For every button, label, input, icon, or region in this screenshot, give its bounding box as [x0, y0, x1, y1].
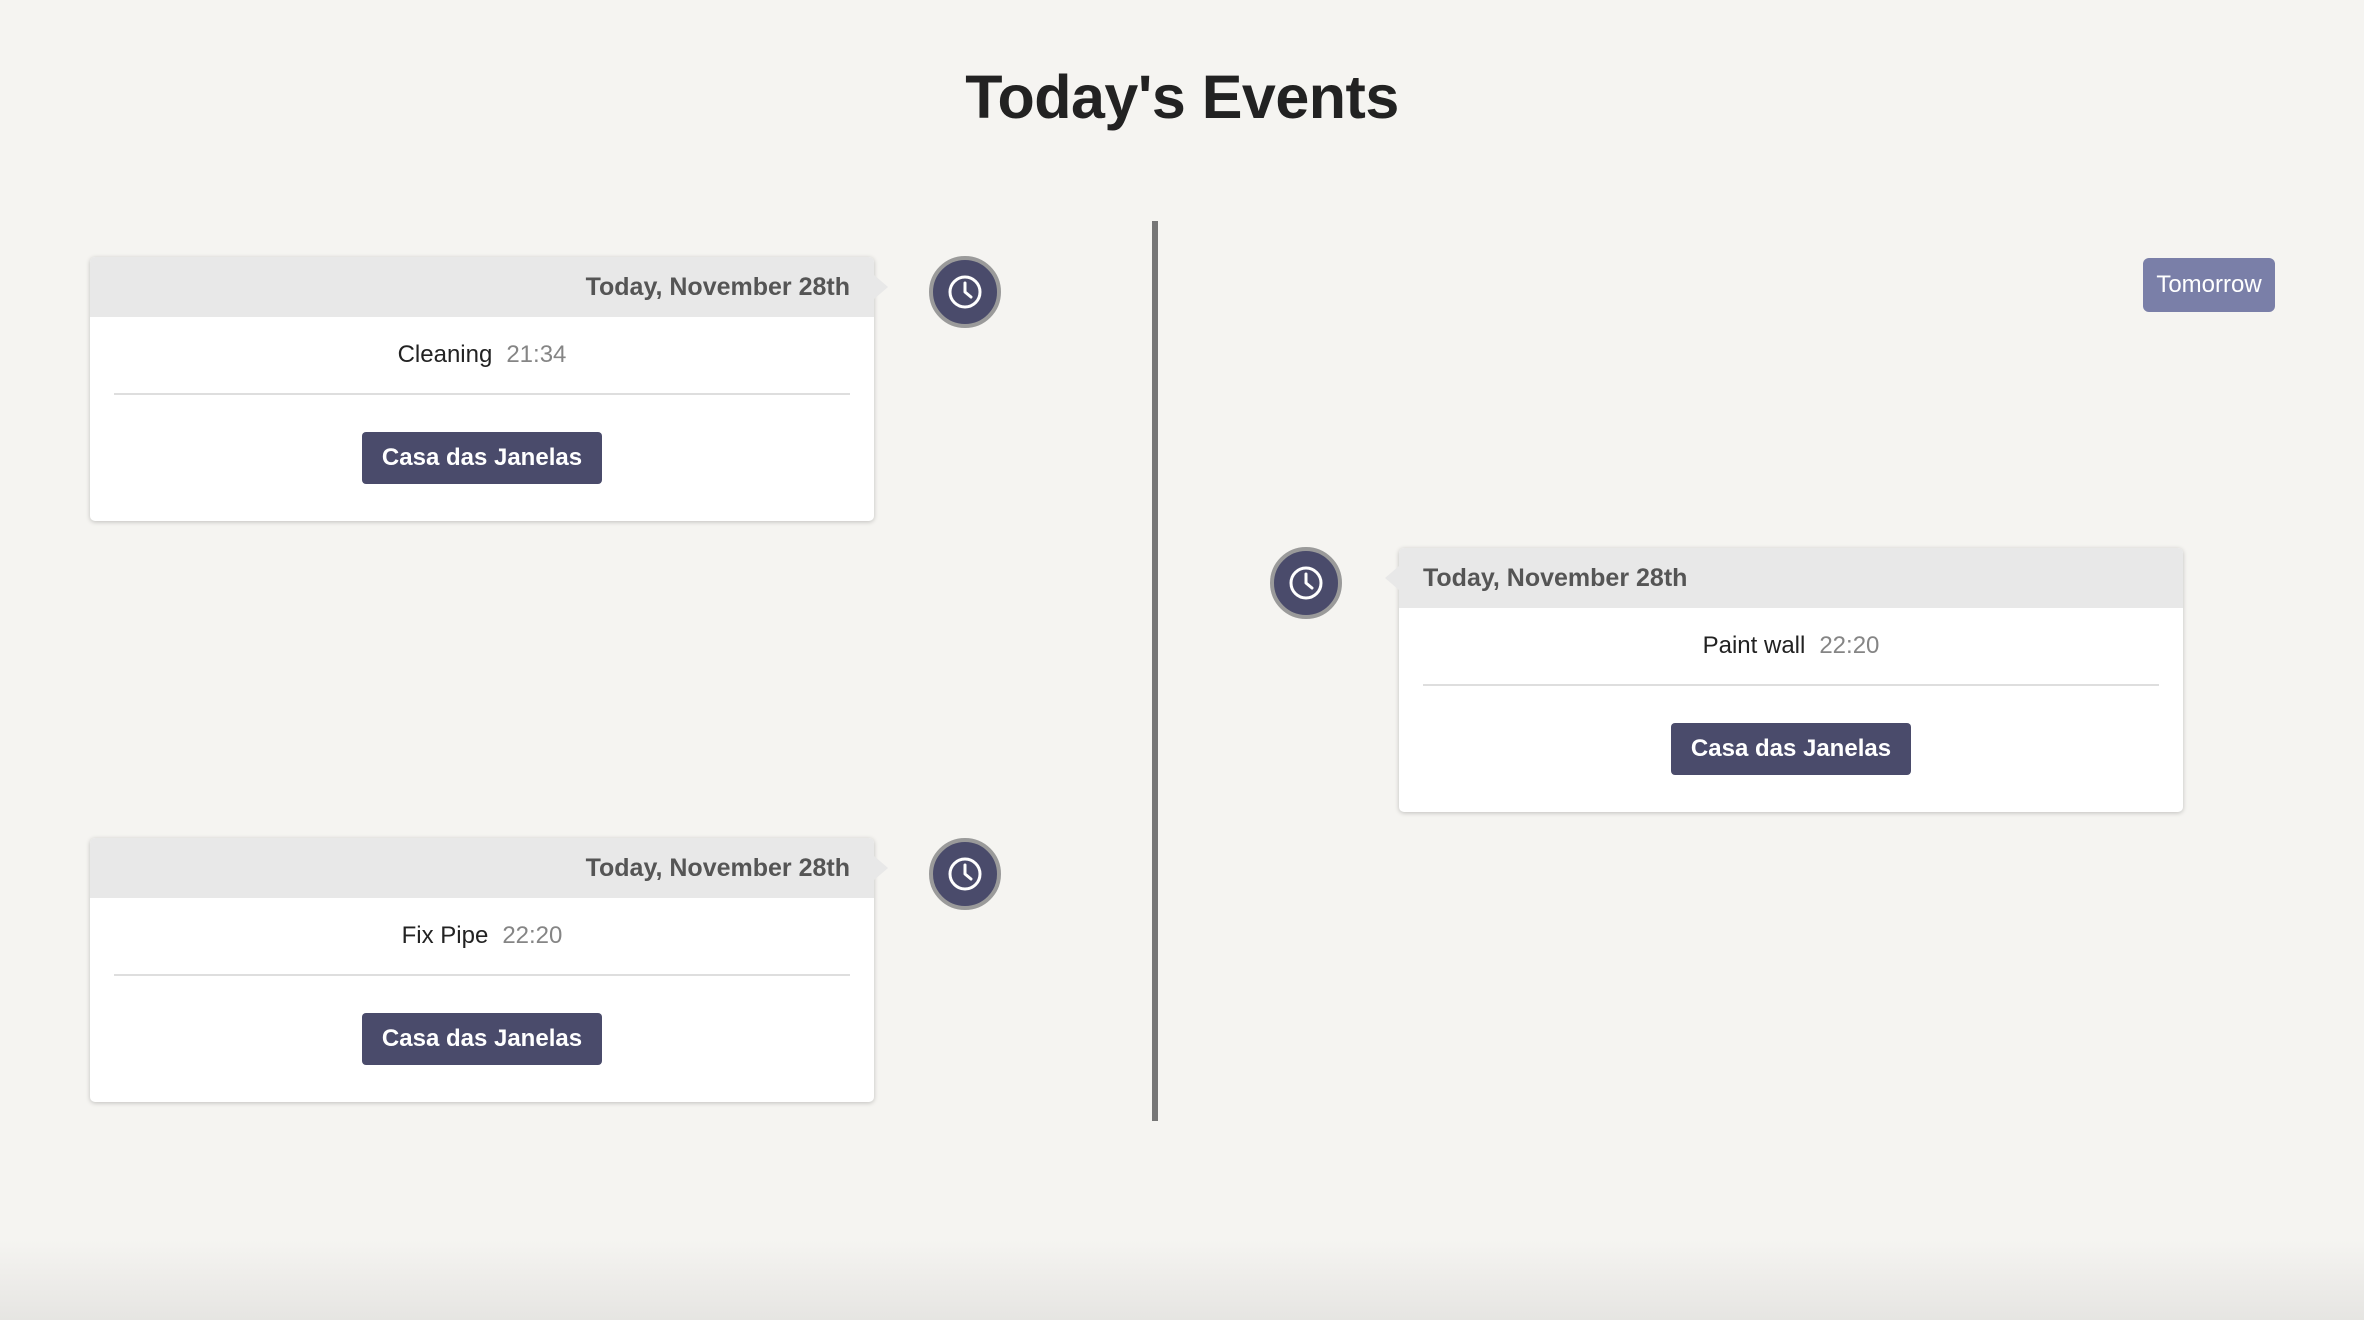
card-divider	[1423, 684, 2159, 686]
card-divider	[114, 974, 850, 976]
clock-icon	[929, 838, 1001, 910]
bottom-fade	[0, 1240, 2364, 1320]
card-action: Casa das Janelas	[90, 976, 874, 1102]
clock-icon	[1270, 547, 1342, 619]
event-name: Paint wall	[1702, 632, 1806, 659]
event-info-row: Paint wall 22:20	[1399, 608, 2183, 684]
event-date: Today, November 28th	[1385, 548, 2183, 608]
page-title: Today's Events	[965, 63, 1399, 131]
event-date: Today, November 28th	[90, 838, 888, 898]
event-name: Cleaning	[397, 341, 493, 368]
event-time: 22:20	[1819, 632, 1880, 659]
event-time: 22:20	[502, 922, 563, 949]
event-card-fix-pipe: Today, November 28th Fix Pipe 22:20 Casa…	[90, 838, 888, 1102]
event-info-row: Fix Pipe 22:20	[90, 898, 874, 974]
event-name: Fix Pipe	[401, 922, 489, 949]
location-button[interactable]: Casa das Janelas	[361, 432, 603, 484]
card-action: Casa das Janelas	[90, 395, 874, 521]
location-button[interactable]: Casa das Janelas	[361, 1013, 603, 1065]
event-info-row: Cleaning 21:34	[90, 317, 874, 393]
location-button[interactable]: Casa das Janelas	[1670, 723, 1912, 775]
event-time: 21:34	[506, 341, 567, 368]
event-card-paint-wall: Today, November 28th Paint wall 22:20 Ca…	[1385, 548, 2183, 812]
event-card-cleaning: Today, November 28th Cleaning 21:34 Casa…	[90, 257, 888, 521]
tomorrow-button[interactable]: Tomorrow	[2143, 258, 2275, 312]
card-divider	[114, 393, 850, 395]
card-action: Casa das Janelas	[1399, 686, 2183, 812]
event-date: Today, November 28th	[90, 257, 888, 317]
timeline-line	[1152, 221, 1158, 1121]
clock-icon	[929, 256, 1001, 328]
